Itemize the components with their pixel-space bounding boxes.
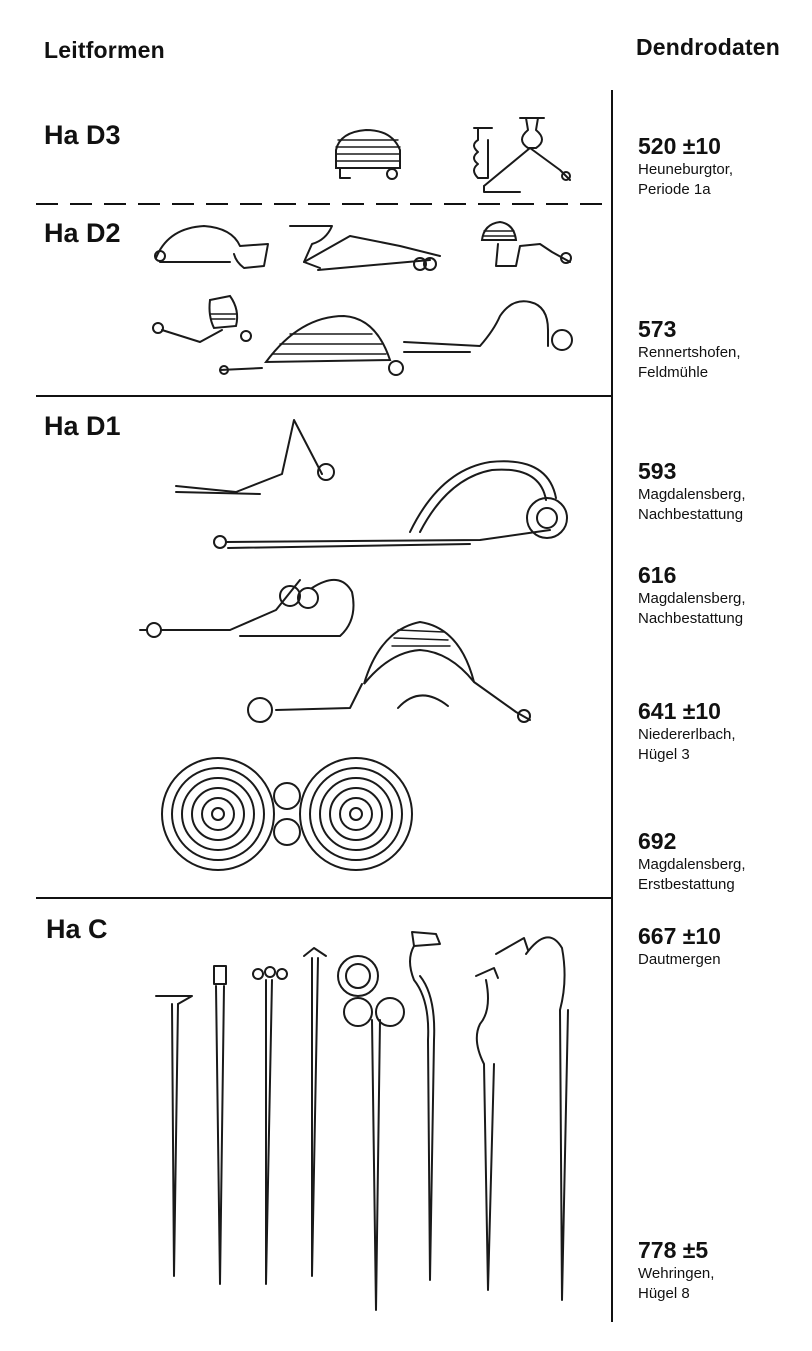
fibula-ha-d2-serpentine xyxy=(403,300,573,353)
period-ha-d1: Ha D1 xyxy=(44,411,121,441)
date-value: 593 xyxy=(638,458,677,484)
spectacle-spiral xyxy=(161,757,413,871)
fibula-ha-d1-small xyxy=(175,419,335,495)
fibula-ha-d1-spindle xyxy=(247,620,531,723)
period-ha-d3: Ha D3 xyxy=(44,120,121,150)
fibula-ha-d2-long xyxy=(289,225,441,271)
pin-ha-c-1 xyxy=(155,995,193,1277)
date-value: 778 ±5 xyxy=(638,1237,709,1263)
date-entry: 520 ±10 Heuneburgtor, Periode 1a xyxy=(638,132,733,200)
fibula-ha-d1-coiled xyxy=(139,579,355,638)
date-site: Magdalensberg, Nachbestattung xyxy=(638,590,746,627)
pin-ha-c-3 xyxy=(252,966,288,1285)
date-value: 641 ±10 xyxy=(638,698,721,724)
date-site: Magdalensberg, Nachbestattung xyxy=(638,486,746,523)
date-entry: 667 ±10 Dautmergen xyxy=(638,922,721,970)
date-site: Heuneburgtor, Periode 1a xyxy=(638,161,734,198)
pin-ha-c-7 xyxy=(475,967,499,1291)
date-value: 616 xyxy=(638,562,677,588)
date-entry: 692 Magdalensberg, Erstbestattung xyxy=(638,827,746,895)
fibula-ha-d3-banded xyxy=(335,128,401,180)
date-entry: 593 Magdalensberg, Nachbestattung xyxy=(638,457,746,525)
fibula-ha-d3-footed xyxy=(473,117,571,193)
fibula-ha-d2-knob xyxy=(480,220,572,267)
pin-ha-c-2 xyxy=(213,965,227,1285)
fibula-ha-d2-arched xyxy=(154,225,269,269)
date-site: Niedererlbach, Hügel 3 xyxy=(638,726,736,763)
header-dendrodaten: Dendrodaten xyxy=(636,34,781,60)
date-value: 573 xyxy=(638,316,677,342)
header-leitformen: Leitformen xyxy=(44,37,165,63)
pin-ha-c-4 xyxy=(303,947,327,1277)
period-ha-d2: Ha D2 xyxy=(44,218,121,248)
pin-ha-c-6 xyxy=(409,931,441,1281)
fibula-ha-d1-large xyxy=(213,460,568,549)
fibula-ha-d2-boat xyxy=(219,314,404,376)
period-ha-c: Ha C xyxy=(46,914,108,944)
fibula-ha-d2-bow xyxy=(152,294,252,343)
date-value: 520 ±10 xyxy=(638,133,721,159)
date-value: 692 xyxy=(638,828,677,854)
pin-ha-c-5 xyxy=(337,955,405,1311)
date-site: Rennertshofen, Feldmühle xyxy=(638,344,741,381)
date-entry: 641 ±10 Niedererlbach, Hügel 3 xyxy=(638,697,736,765)
date-value: 667 ±10 xyxy=(638,923,721,949)
date-site: Dautmergen xyxy=(638,951,721,968)
date-entry: 573 Rennertshofen, Feldmühle xyxy=(638,315,741,383)
date-entry: 778 ±5 Wehringen, Hügel 8 xyxy=(638,1236,714,1304)
date-site: Wehringen, Hügel 8 xyxy=(638,1265,715,1302)
date-site: Magdalensberg, Erstbestattung xyxy=(638,856,746,893)
pin-ha-c-8 xyxy=(495,936,569,1301)
date-entry: 616 Magdalensberg, Nachbestattung xyxy=(638,561,746,629)
